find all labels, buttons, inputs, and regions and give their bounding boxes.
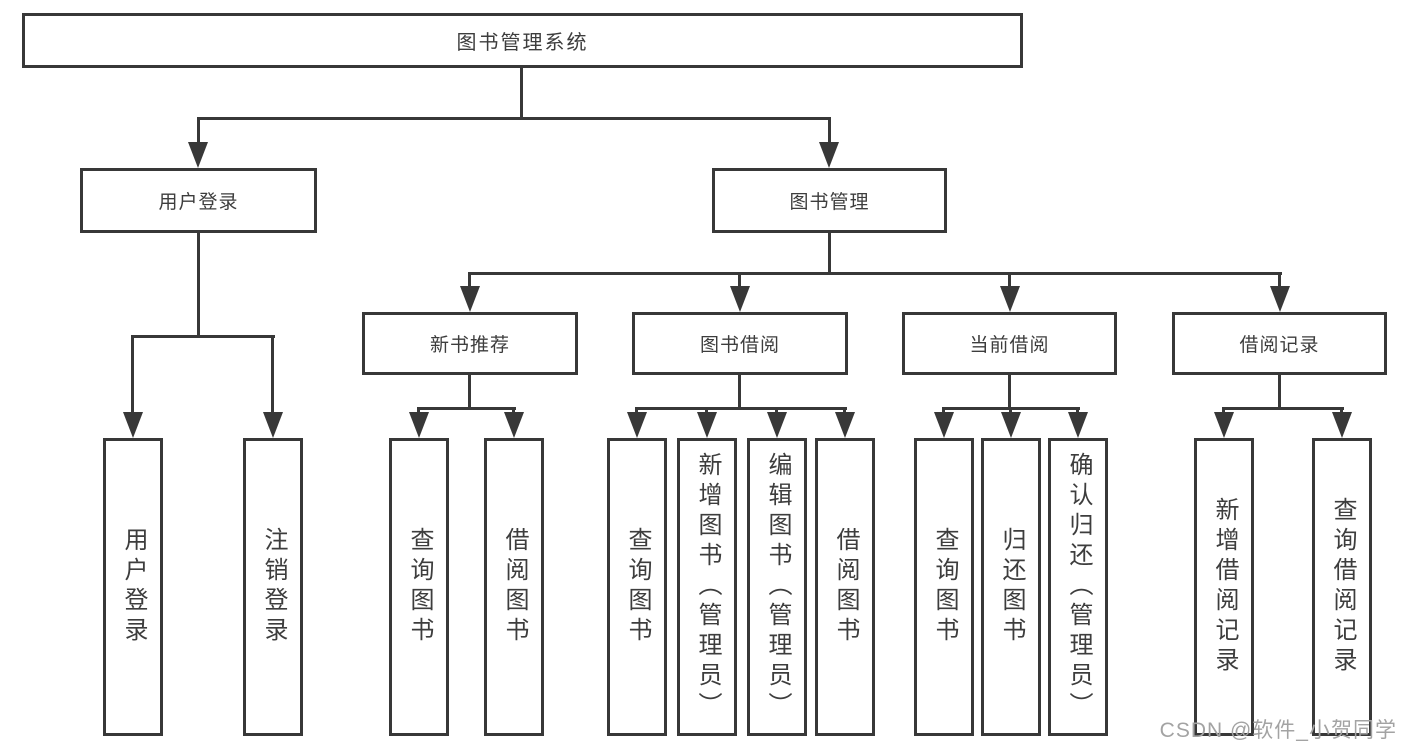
- node-book-borrow: 图书借阅: [632, 312, 848, 375]
- csdn-watermark: CSDN @软件_小贺同学: [1159, 719, 1397, 742]
- connector-line: [1278, 272, 1281, 288]
- arrowhead-icon: [1000, 286, 1020, 312]
- leaf-confirm-return-admin: 确认归还（管理员）: [1048, 438, 1108, 736]
- connector-line: [417, 407, 516, 410]
- node-user-login: 用户登录: [80, 168, 317, 233]
- arrowhead-icon: [1214, 412, 1234, 438]
- arrowhead-icon: [730, 286, 750, 312]
- connector-line: [1278, 375, 1281, 409]
- connector-line: [1008, 375, 1011, 409]
- connector-line: [468, 272, 1282, 275]
- leaf-edit-book-admin: 编辑图书（管理员）: [747, 438, 807, 736]
- arrowhead-icon: [1068, 412, 1088, 438]
- leaf-query-borrow-record: 查询借阅记录: [1312, 438, 1372, 736]
- arrowhead-icon: [835, 412, 855, 438]
- arrowhead-icon: [409, 412, 429, 438]
- connector-line: [197, 233, 200, 336]
- leaf-logout: 注销登录: [243, 438, 303, 736]
- connector-line: [1222, 407, 1344, 410]
- connector-line: [131, 335, 134, 420]
- arrowhead-icon: [1270, 286, 1290, 312]
- leaf-add-book-admin: 新增图书（管理员）: [677, 438, 737, 736]
- leaf-borrow-book-1: 借阅图书: [484, 438, 544, 736]
- connector-line: [131, 335, 275, 338]
- connector-line: [828, 117, 831, 145]
- connector-line: [828, 233, 831, 274]
- arrowhead-icon: [188, 142, 208, 168]
- arrowhead-icon: [460, 286, 480, 312]
- connector-line: [197, 117, 831, 120]
- connector-line: [738, 375, 741, 409]
- leaf-return-book: 归还图书: [981, 438, 1041, 736]
- arrowhead-icon: [263, 412, 283, 438]
- leaf-query-book-1: 查询图书: [389, 438, 449, 736]
- arrowhead-icon: [123, 412, 143, 438]
- connector-line: [271, 335, 274, 420]
- leaf-query-book-3: 查询图书: [914, 438, 974, 736]
- arrowhead-icon: [819, 142, 839, 168]
- arrowhead-icon: [1332, 412, 1352, 438]
- arrowhead-icon: [934, 412, 954, 438]
- arrowhead-icon: [697, 412, 717, 438]
- leaf-user-login: 用户登录: [103, 438, 163, 736]
- connector-line: [738, 272, 741, 288]
- node-borrow-record: 借阅记录: [1172, 312, 1387, 375]
- arrowhead-icon: [767, 412, 787, 438]
- node-root-system: 图书管理系统: [22, 13, 1023, 68]
- connector-line: [1008, 272, 1011, 288]
- connector-line: [197, 117, 200, 145]
- node-current-borrow: 当前借阅: [902, 312, 1117, 375]
- node-book-management: 图书管理: [712, 168, 947, 233]
- leaf-add-borrow-record: 新增借阅记录: [1194, 438, 1254, 736]
- connector-line: [520, 68, 523, 118]
- node-new-book-recommend: 新书推荐: [362, 312, 578, 375]
- leaf-borrow-book-2: 借阅图书: [815, 438, 875, 736]
- leaf-query-book-2: 查询图书: [607, 438, 667, 736]
- connector-line: [468, 272, 471, 288]
- arrowhead-icon: [504, 412, 524, 438]
- connector-line: [468, 375, 471, 409]
- arrowhead-icon: [1001, 412, 1021, 438]
- arrowhead-icon: [627, 412, 647, 438]
- connector-line: [635, 407, 847, 410]
